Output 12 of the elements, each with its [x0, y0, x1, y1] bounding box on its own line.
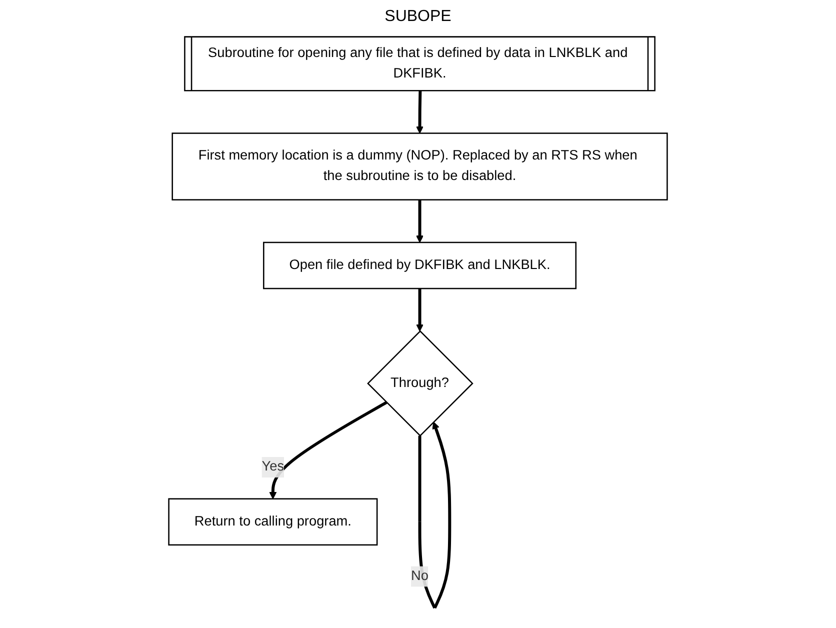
arrow [416, 90, 424, 134]
diagram-title: SUBOPE [384, 8, 452, 26]
arrow [269, 401, 388, 500]
arrow [416, 288, 424, 332]
node-box: Open file defined by DKFIBK and LNKBLK. [263, 242, 577, 290]
node-box: First memory location is a dummy (NOP). Replaced by an RTS RS when the subroutine is to be disabled. [172, 132, 668, 200]
arrow [416, 200, 424, 243]
edge-label: Yes [262, 460, 284, 474]
arrow [418, 422, 452, 609]
node-diamond: Through? [367, 330, 474, 437]
edge-label: No [411, 568, 428, 584]
node-box: Return to calling program. [168, 498, 378, 546]
